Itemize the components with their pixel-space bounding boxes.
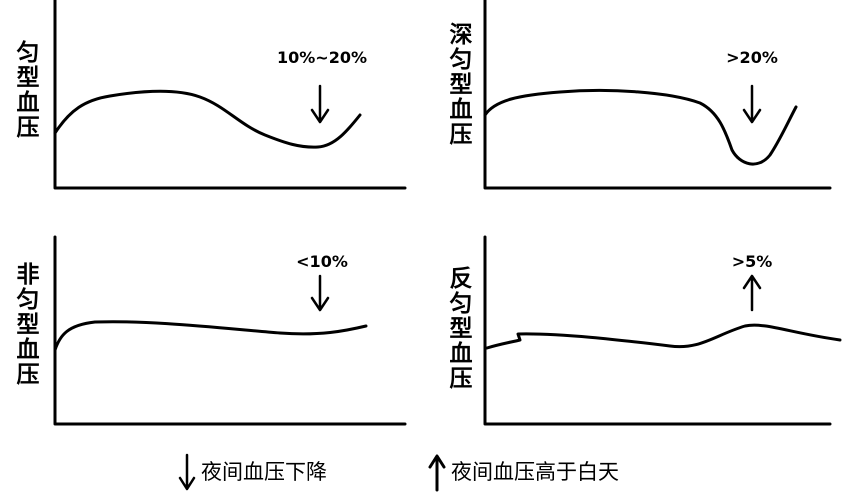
change-label: 10%~20% [277,48,367,67]
down-arrow-icon [310,274,330,312]
panel-dipper [53,0,407,190]
panel-type-label: 深匀型血压 [445,22,471,147]
bp-curve [485,323,842,350]
legend-down-text: 夜间血压下降 [201,460,327,484]
legend-up-arrow-icon [428,454,446,492]
bp-curve [483,88,798,166]
panel-reverse-dipper [483,235,842,426]
panel-type-label: 匀型血压 [12,40,38,140]
change-label: <10% [296,252,348,271]
bp-curve [53,320,368,352]
panel-type-label: 非匀型血压 [12,262,38,387]
legend-up-text: 夜间血压高于白天 [451,460,619,484]
bp-curve [53,89,362,149]
axes [483,0,832,190]
change-label: >20% [726,48,778,67]
down-arrow-icon [742,84,762,124]
panel-extreme-dipper [483,0,832,190]
change-label: >5% [731,252,773,271]
up-arrow-icon [742,274,762,312]
panel-non-dipper [53,235,407,426]
panel-type-label: 反匀型血压 [445,266,471,391]
legend-down-arrow-icon [178,453,196,491]
axes [53,235,407,426]
axes [53,0,407,190]
axes [483,235,832,426]
down-arrow-icon [310,84,330,124]
